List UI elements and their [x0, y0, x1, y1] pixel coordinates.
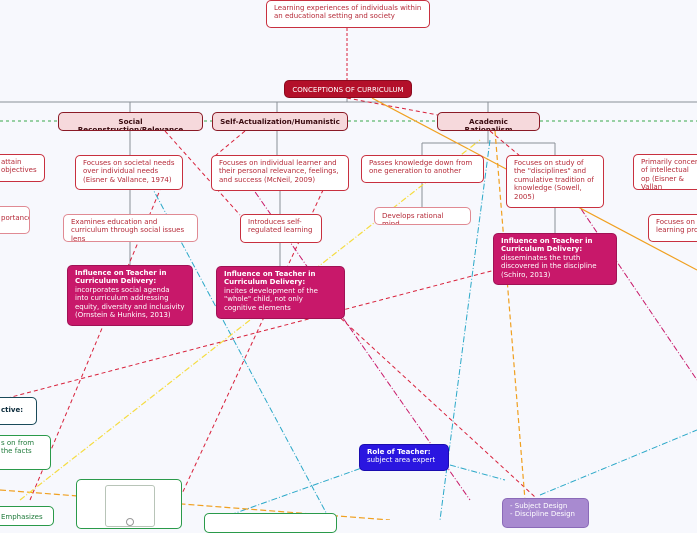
- left-objective-node[interactable]: ctive:: [0, 397, 37, 425]
- academic-develops-node[interactable]: Develops rational mind: [374, 207, 471, 225]
- left-attain-node[interactable]: attain objectives: [0, 154, 45, 182]
- right-primarily-node[interactable]: Primarily concer of intellectual op (Eis…: [633, 154, 697, 190]
- left-emphasizes-node[interactable]: Emphasizes: [0, 506, 54, 526]
- image-icon: [126, 518, 134, 526]
- role-of-teacher-node[interactable]: Role of Teacher:subject area expert: [359, 444, 449, 471]
- self-focus-node[interactable]: Focuses on individual learner and their …: [211, 155, 349, 191]
- branch-academic-rationalism[interactable]: Academic Rationalism: [437, 112, 540, 131]
- self-introduces-node[interactable]: Introduces self-regulated learning: [240, 214, 322, 243]
- academic-passes-node[interactable]: Passes knowledge down from one generatio…: [361, 155, 484, 183]
- design-types-node[interactable]: - Subject Design - Discipline Design: [502, 498, 589, 528]
- left-green-node[interactable]: s on from the facts: [0, 435, 51, 470]
- social-influence-node[interactable]: Influence on Teacher in Curriculum Deliv…: [67, 265, 193, 326]
- right-focuses-node[interactable]: Focuses on learning pro: [648, 214, 697, 242]
- top-note[interactable]: Learning experiences of individuals with…: [266, 0, 430, 28]
- self-influence-node[interactable]: Influence on Teacher in Curriculum Deliv…: [216, 266, 345, 319]
- social-examines-node[interactable]: Examines education and curriculum throug…: [63, 214, 198, 242]
- root-node[interactable]: CONCEPTIONS OF CURRICULUM: [284, 80, 412, 98]
- branch-self-actualization[interactable]: Self-Actualization/Humanistic: [212, 112, 348, 131]
- bottom-green-node-2[interactable]: [204, 513, 337, 533]
- image-placeholder: [105, 485, 155, 527]
- yellow-link: [19, 139, 481, 501]
- magenta-links: [229, 155, 697, 501]
- academic-influence-node[interactable]: Influence on Teacher in Curriculum Deliv…: [493, 233, 617, 285]
- branch-social-reconstruction[interactable]: Social Reconstruction/Relevance: [58, 112, 203, 131]
- bottom-green-image-node[interactable]: [76, 479, 182, 529]
- tree-connectors: [0, 28, 697, 266]
- social-focus-node[interactable]: Focuses on societal needs over individua…: [75, 155, 183, 190]
- left-portance-node[interactable]: portance: [0, 206, 30, 234]
- academic-study-node[interactable]: Focuses on study of the "disciplines" an…: [506, 155, 604, 208]
